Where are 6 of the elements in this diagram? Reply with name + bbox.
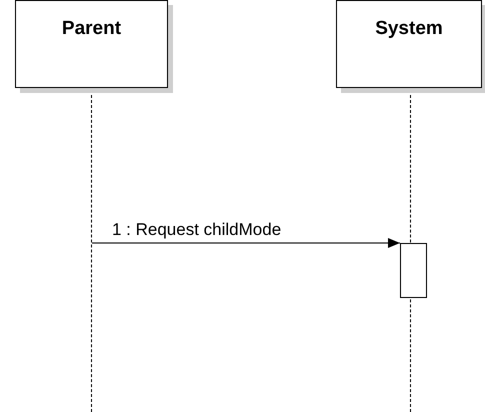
lifeline	[91, 95, 92, 412]
message-arrow	[92, 238, 400, 248]
edge-label: 1 : Request childMode	[112, 221, 282, 238]
participant-name: System	[375, 17, 443, 41]
activation-bar	[400, 243, 427, 298]
participant-name: Parent	[62, 17, 122, 41]
